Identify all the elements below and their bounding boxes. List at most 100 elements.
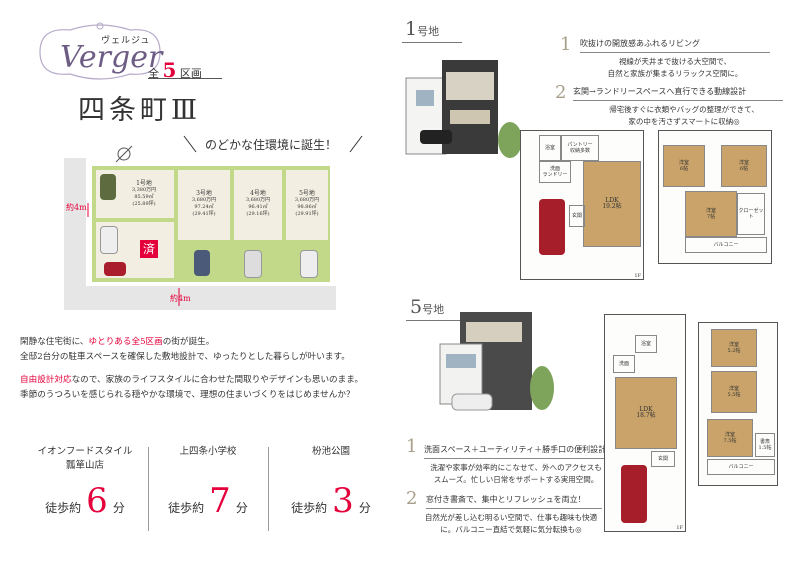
- lot-3-label: 3号地 3,680万円 97.24㎡ (29.41坪): [182, 182, 226, 218]
- slash-deco-icon: [183, 135, 363, 153]
- lot1-number: 1: [405, 18, 418, 40]
- lot-count: 全 5 区画: [148, 58, 202, 82]
- feature-body: 帰宅後すぐに衣類やバッグの整理ができて、 家の中を汚さずスマートに収納◎: [609, 105, 759, 126]
- feature-number: 2: [555, 82, 567, 103]
- feature-title: 窓付き書斎で、集中とリフレッシュを両立！: [426, 495, 586, 504]
- road-width-left: 約4m: [66, 203, 87, 212]
- feature-title: 洗面スペース＋ユーティリティ＋勝手口の便利設計: [424, 445, 607, 454]
- feature-rule: [424, 458, 610, 459]
- parked-car-icon: [100, 226, 118, 254]
- access-item: 上四条小学校 徒歩約 7 分: [153, 445, 263, 521]
- access-walk: 徒歩約 6 分: [25, 481, 145, 521]
- lot-5-name: 5号地: [299, 190, 315, 197]
- access-item: イオンフードスタイル 瓢箪山店 徒歩約 6 分: [25, 445, 145, 521]
- lot-4-price: 3,680万円: [245, 197, 271, 203]
- access-divider: [148, 447, 149, 531]
- intro-line-3: 自由設計対応なので、家族のライフスタイルに合わせた間取りやデザインも思いのまま。: [20, 373, 400, 388]
- feature-rule: [580, 52, 770, 53]
- catchcopy: のどかな住環境に誕生！: [205, 138, 338, 152]
- lot-3-price: 3,680万円: [191, 197, 217, 203]
- access-walk: 徒歩約 3 分: [275, 481, 387, 521]
- lot5-plan-1f: 浴室 洗面 LDK 18.7帖 玄関 1F: [604, 314, 686, 532]
- access-section: イオンフードスタイル 瓢箪山店 徒歩約 6 分 上四条小学校 徒歩約 7 分 枌…: [25, 445, 395, 540]
- walk-unit: 分: [358, 501, 371, 515]
- intro-line-1: 閑静な住宅街に、ゆとりある全5区画の街が誕生。: [20, 335, 400, 350]
- site-map: 1号地 3,380万円 85.59㎡ (25.89坪) 3号地 3,680万円 …: [64, 145, 336, 310]
- plan-ldk: LDK 18.7帖: [615, 377, 677, 449]
- intro-3-highlight: 自由設計対応: [20, 375, 72, 385]
- lot-1-area: 85.59㎡: [134, 194, 154, 200]
- count-prefix: 全: [148, 67, 159, 80]
- parked-car-icon: [104, 262, 126, 276]
- access-divider: [268, 447, 269, 531]
- parked-car-icon: [300, 250, 318, 278]
- plan-room: 洋室 7.5帖: [707, 419, 753, 457]
- access-walk: 徒歩約 7 分: [153, 481, 263, 521]
- plan-room: 玄関: [569, 205, 585, 227]
- intro-line-2: 全邸2台分の駐車スペースを確保した敷地設計で、ゆったりとした暮らしが叶います。: [20, 352, 350, 362]
- access-place: 枌池公園: [311, 446, 350, 457]
- lot5-plan-2f: 洋室 5.2帖 洋室 5.5帖 洋室 7.5帖 書斎 1.5帖 バルコニー: [698, 322, 778, 486]
- plan-floor-label: 1F: [676, 525, 683, 531]
- lot-4-tsubo: (29.16坪): [246, 211, 270, 217]
- feature-body: 自然光が差し込む明るい空間で、仕事も趣味も快適 に。バルコニー直結で気軽に気分転…: [424, 513, 598, 534]
- intro-1-a: 閑静な住宅街に、: [20, 337, 89, 347]
- feature-title: 玄関→ランドリースペースへ直行できる動線設計: [573, 87, 747, 96]
- lot1-house-illustration: [405, 60, 522, 158]
- catch-frame: [180, 134, 370, 156]
- walk-label: 徒歩約: [291, 501, 328, 515]
- intro-1-b: の街が誕生。: [162, 337, 215, 347]
- walk-unit: 分: [112, 501, 125, 515]
- lot-4-name: 4号地: [250, 190, 266, 197]
- walk-unit: 分: [235, 501, 248, 515]
- lot-5-tsubo: (29.91坪): [295, 211, 319, 217]
- access-item: 枌池公園 徒歩約 3 分: [275, 445, 387, 521]
- site-map-graphic: [64, 158, 336, 310]
- walk-minutes: 7: [209, 481, 231, 521]
- walk-minutes: 6: [86, 481, 108, 521]
- lot-5-price: 3,680万円: [294, 197, 320, 203]
- road-width-bottom: 約4m: [170, 294, 191, 303]
- intro-1-highlight: ゆとりある全5区画: [88, 337, 163, 347]
- lot-3-tsubo: (29.41坪): [192, 211, 216, 217]
- plan-room: 玄関: [651, 451, 675, 467]
- lot1-plan-2f: 洋室 6帖 洋室 6帖 洋室 7帖 クローゼット バルコニー: [658, 130, 772, 264]
- plan-room: クローゼット: [737, 193, 765, 235]
- parked-car-icon: [194, 250, 210, 276]
- logo-kana: ヴェルジュ: [101, 36, 151, 46]
- feature-title: 吹抜けの開放感あふれるリビング: [580, 39, 700, 48]
- plan-room: 洋室 7帖: [685, 191, 737, 237]
- lot5-suffix: 号地: [422, 303, 445, 316]
- walk-minutes: 3: [332, 481, 354, 521]
- plan-car-icon: [539, 199, 565, 255]
- plan-room: 洋室 6帖: [663, 145, 705, 187]
- lot1-suffix: 号地: [417, 25, 440, 38]
- plan-room: 洗面: [613, 355, 635, 373]
- lot-1-label: 1号地 3,380万円 85.59㎡ (25.89坪): [124, 172, 164, 208]
- count-suffix: 区画: [179, 67, 202, 80]
- feature-number: 2: [406, 488, 418, 509]
- plan-floor-label: 1F: [634, 273, 641, 279]
- lot5-number: 5: [410, 296, 423, 318]
- lot-4-label: 4号地 3,680万円 96.41㎡ (29.16坪): [236, 182, 280, 218]
- lot-1-name: 1号地: [136, 180, 152, 187]
- plan-room: 洗面 ランドリー: [539, 161, 571, 183]
- logo: Verger: [60, 40, 163, 75]
- plan-room: 浴室: [539, 135, 561, 161]
- lot5-house-illustration: [439, 312, 554, 411]
- plan-room: パントリー 収納多数: [561, 135, 599, 161]
- lot-5-label: 5号地 3,680万円 98.86㎡ (29.91坪): [286, 182, 328, 218]
- lot1-plan-1f: 浴室 パントリー 収納多数 洗面 ランドリー LDK 19.2帖 玄関 1F: [520, 130, 644, 280]
- plan-room: 洋室 5.5帖: [711, 371, 757, 413]
- feature-rule: [426, 508, 602, 509]
- count-underline: [148, 78, 222, 79]
- plan-room: 洋室 6帖: [721, 145, 767, 187]
- plan-ldk: LDK 19.2帖: [583, 161, 641, 247]
- ornament-frame-icon: [39, 22, 161, 80]
- lot-1-tsubo: (25.89坪): [132, 201, 156, 207]
- lot5-heading: 5号地: [410, 296, 444, 318]
- lot-3-name: 3号地: [196, 190, 212, 197]
- walk-label: 徒歩約: [168, 501, 205, 515]
- feature-body: 洗濯や家事が効率的にこなせて、外へのアクセスも スムーズ。忙しい日常をサポートす…: [430, 463, 602, 484]
- plan-room: 浴室: [635, 335, 657, 353]
